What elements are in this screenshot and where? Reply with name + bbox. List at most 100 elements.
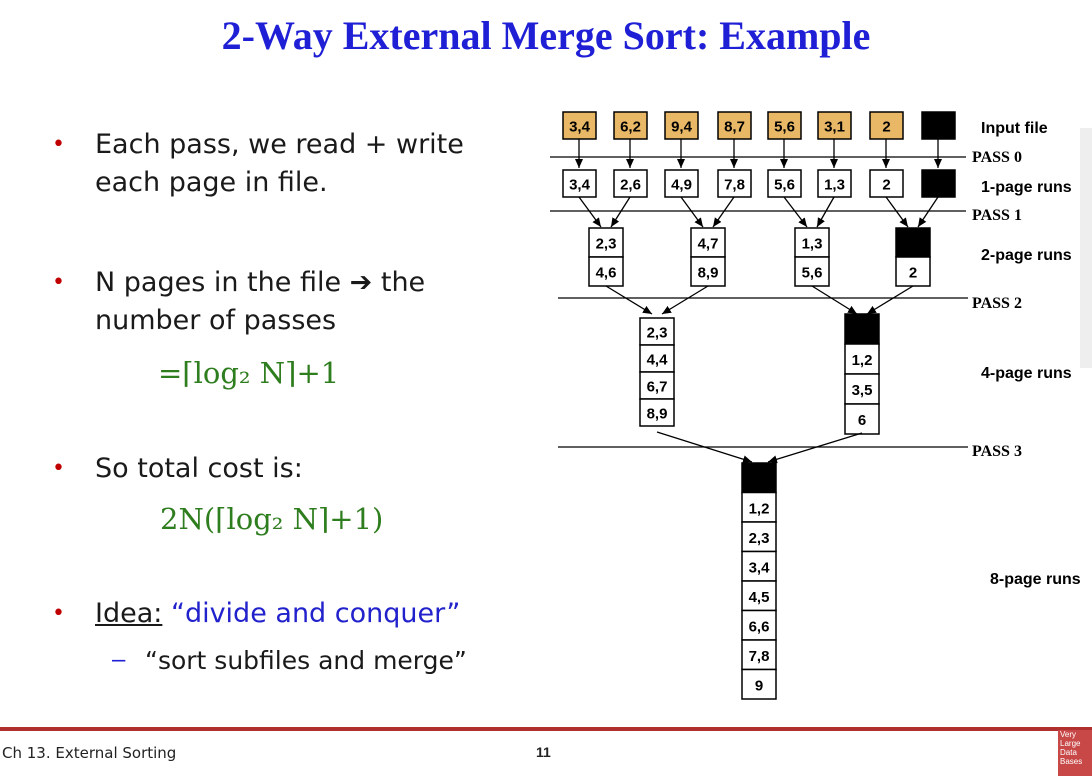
run4-1-page-1-box (844, 343, 880, 375)
pass1-arrow-0 (578, 196, 602, 228)
run4-0-page-0-box (639, 317, 675, 346)
label-pass1: PASS 1 (972, 207, 1022, 224)
idea-text: “divide and conquer” (170, 598, 461, 629)
bullet-2: N pages in the file ➔ the number of pass… (95, 264, 425, 340)
run4-0-page-3-box (639, 398, 675, 427)
pass3-arrow-1 (767, 432, 863, 464)
run2-3-page-0-box (895, 227, 931, 258)
label-pass2: PASS 2 (972, 295, 1022, 312)
label-runs4: 4-page runs (981, 365, 1072, 382)
run2-1-page-0-value: 4,7 (698, 236, 719, 253)
input-page-1-box (613, 111, 648, 140)
input-page-0-value: 3,4 (569, 119, 591, 136)
bullet-dot: • (52, 132, 65, 157)
input-page-5-value: 3,1 (824, 119, 845, 136)
input-page-4-box (767, 111, 802, 140)
input-page-5-box (817, 111, 852, 140)
pass1-arrow-4 (783, 196, 808, 228)
bullet-1-line-2: each page in file. (95, 167, 328, 198)
run4-1-page-1-value: 1,2 (852, 352, 873, 369)
run2-2-page-0-box (794, 227, 830, 258)
bullet-4: Idea: “divide and conquer” (95, 595, 460, 633)
logo-line-4: Bases (1060, 757, 1083, 766)
run1-page-2-value: 4,9 (671, 177, 692, 194)
footer-course-label: Ch 13. External Sorting (2, 744, 177, 762)
pass1-arrow-1 (610, 196, 631, 228)
input-page-6-value: 2 (882, 119, 890, 136)
input-page-3-box (717, 111, 752, 140)
pass1-arrow-3 (712, 196, 735, 228)
bullet-3: So total cost is: (95, 450, 303, 488)
run8-page-3-value: 3,4 (749, 559, 771, 576)
run8-page-5-box (741, 609, 777, 641)
run8-page-5-value: 6,6 (749, 618, 770, 635)
logo-line-2: Large (1060, 739, 1081, 748)
run1-page-0-box (562, 169, 597, 198)
run1-page-4-value: 5,6 (774, 177, 795, 194)
run8-page-1-box (741, 491, 777, 523)
run2-2-page-1-value: 5,6 (802, 265, 823, 282)
run4-0-page-1-box (639, 344, 675, 373)
vldb-logo: Very Large Data Bases (1058, 730, 1092, 776)
run4-1-page-3-value: 6 (858, 412, 866, 429)
run2-0-page-0-value: 2,3 (596, 236, 617, 253)
logo-line-1: Very (1060, 730, 1077, 739)
bullet-1: Each pass, we read + write each page in … (95, 126, 464, 202)
run4-0-page-1-value: 4,4 (647, 352, 669, 369)
run1-page-1-box (613, 169, 648, 198)
bullet-1-line-1: Each pass, we read + write (95, 129, 464, 160)
run4-1-page-3-box (844, 403, 880, 435)
input-page-3-value: 8,7 (724, 119, 745, 136)
run1-page-5-box (817, 169, 852, 198)
bullet-dot: • (52, 456, 65, 481)
passes-formula: =⌈log₂ N⌉+1 (158, 356, 340, 390)
bullet-dot: • (52, 270, 65, 295)
input-page-2-box (664, 111, 699, 140)
run2-3-page-1-value: 2 (909, 265, 917, 282)
input-page-7-box (921, 111, 956, 140)
input-page-6-box (869, 111, 904, 140)
run8-page-6-value: 7,8 (749, 648, 770, 665)
run1-page-3-box (717, 169, 752, 198)
run4-0-page-3-value: 8,9 (647, 406, 668, 423)
run8-page-7-value: 9 (755, 677, 763, 694)
run2-0-page-1-value: 4,6 (596, 265, 617, 282)
cost-formula: 2N(⌈log₂ N⌉+1) (160, 502, 384, 536)
run8-page-0-box (741, 462, 777, 494)
run4-0-page-2-box (639, 371, 675, 400)
pass2-arrow-1 (661, 285, 709, 315)
run8-page-2-box (741, 521, 777, 553)
run1-page-3-value: 7,8 (724, 177, 745, 194)
input-page-0-box (562, 111, 597, 140)
run1-page-0-value: 3,4 (569, 177, 591, 194)
pass2-arrow-3 (866, 285, 914, 315)
run2-1-page-1-value: 8,9 (698, 265, 719, 282)
label-runs8: 8-page runs (990, 571, 1081, 588)
run2-1-page-0-box (690, 227, 726, 258)
footer-divider (0, 727, 1092, 731)
bullet-2-line-1: N pages in the file ➔ the (95, 267, 426, 298)
label-pass0: PASS 0 (972, 149, 1022, 166)
run4-1-page-0-box (844, 313, 880, 345)
run8-page-4-value: 4,5 (749, 589, 770, 606)
input-page-2-value: 9,4 (671, 119, 693, 136)
bullet-dot: • (52, 601, 65, 626)
run4-0-page-2-value: 6,7 (647, 379, 668, 396)
run2-0-page-1-box (588, 256, 624, 287)
pass2-arrow-2 (811, 285, 858, 315)
label-runs1: 1-page runs (981, 179, 1072, 196)
run1-page-6-value: 2 (882, 177, 890, 194)
pass1-arrow-7 (917, 196, 939, 228)
pass1-arrow-6 (885, 196, 909, 228)
run8-page-4-box (741, 580, 777, 612)
label-runs2: 2-page runs (981, 247, 1072, 264)
bullet-2-line-2: number of passes (95, 305, 337, 336)
run1-page-1-value: 2,6 (620, 177, 641, 194)
run8-page-7-box (741, 668, 777, 700)
scrollbar[interactable] (1080, 128, 1092, 368)
slide-title: 2-Way External Merge Sort: Example (221, 13, 871, 58)
run2-0-page-0-box (588, 227, 624, 258)
label-input-file: Input file (981, 120, 1048, 137)
run1-page-7-box (921, 169, 956, 198)
